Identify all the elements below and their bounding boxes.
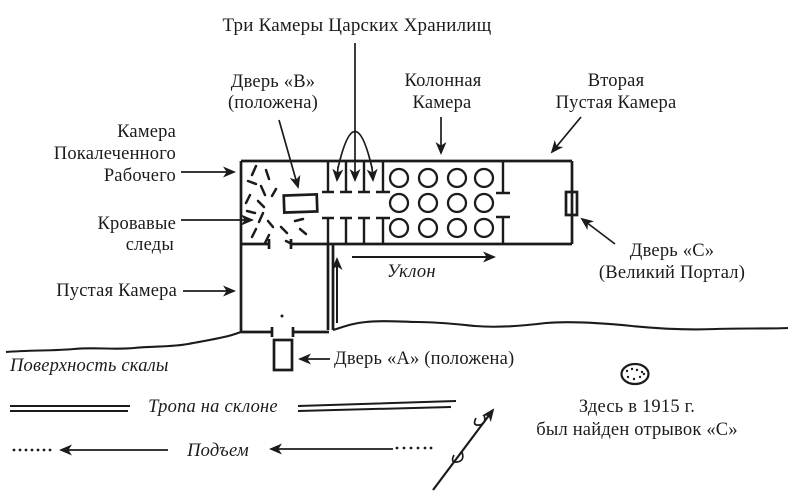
door-a-slab [272, 338, 294, 372]
rock-surface-line [5, 320, 789, 354]
bloody-traces-marks [244, 164, 308, 246]
label-empty-chamber: Пустая Камера [56, 281, 177, 301]
label-slope: Уклон [387, 262, 436, 282]
hillside-path-lines [10, 400, 457, 412]
label-maimed-line1: Камера [117, 122, 176, 142]
royal-chambers-right-arrow [366, 166, 378, 182]
label-three-royal-chambers: Три Камеры Царских Хранилищ [222, 15, 491, 36]
label-ascent: Подъем [186, 441, 249, 461]
label-column-chamber-line2: Камера [413, 93, 472, 113]
label-hillside-path: Тропа на склоне [148, 397, 278, 417]
fragment-marker-stipple [625, 367, 646, 381]
slope-arrows [331, 251, 496, 323]
door-c-arrow [580, 217, 616, 245]
royal-chambers-fan-arc [337, 130, 373, 169]
annotation-arrows [59, 43, 616, 456]
small-dot [280, 314, 284, 318]
label-maimed-line3: Рабочего [104, 166, 176, 186]
plan-walls [239, 159, 574, 337]
label-fragment-found-line1: Здесь в 1915 г. [579, 397, 695, 417]
passage-double-wall [326, 245, 335, 330]
door-c-slab [564, 190, 579, 217]
switchback-flag-lower [451, 451, 464, 463]
column-hall-right-stub-top [496, 162, 510, 195]
door-b-slab [282, 193, 319, 214]
door-a-jambs [270, 327, 295, 337]
column-hall-right-stub-bottom [496, 215, 510, 244]
second-empty-chamber-arrow [550, 116, 582, 154]
royal-chambers-left-arrow [332, 166, 344, 182]
label-bloody-line1: Кровавые [97, 214, 176, 234]
label-door-c-line2: (Великий Портал) [599, 263, 745, 283]
label-fragment-found-line2: был найден отрывок «С» [536, 420, 738, 440]
label-maimed-line2: Покалеченного [54, 144, 176, 164]
label-column-chamber-line1: Колонная [404, 71, 481, 91]
switchback-flag-upper [473, 414, 486, 426]
label-door-c-line1: Дверь «С» [630, 241, 714, 261]
label-door-a: Дверь «А» (положена) [334, 349, 514, 369]
switchback-arrow [432, 408, 495, 491]
ascent-dots [12, 446, 433, 452]
label-rock-surface: Поверхность скалы [9, 356, 169, 376]
columns [388, 167, 495, 239]
royal-chambers-partitions [322, 162, 510, 244]
label-door-b-line1: Дверь «В» [231, 72, 315, 92]
label-door-b-line2: (положена) [228, 93, 318, 113]
door-b-arrow [278, 119, 301, 189]
label-second-empty-line1: Вторая [588, 71, 645, 91]
fragment-marker [620, 362, 650, 386]
label-second-empty-line2: Пустая Камера [556, 93, 677, 113]
label-bloody-line2: следы [126, 235, 174, 255]
